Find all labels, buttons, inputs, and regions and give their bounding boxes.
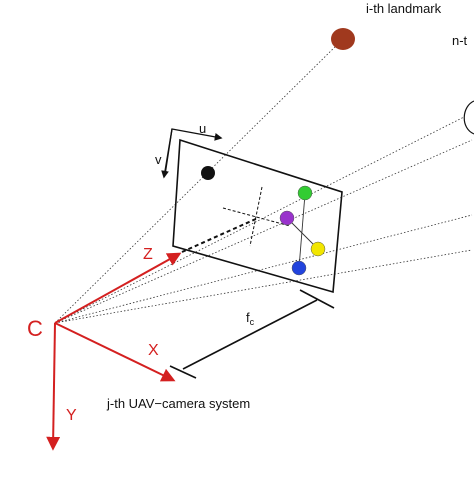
origin-label: C bbox=[27, 316, 43, 341]
feature-yellow-dot bbox=[310, 241, 326, 257]
z-axis-label: Z bbox=[143, 246, 153, 263]
feature-green-dot bbox=[297, 185, 313, 201]
ray-to-landmark-i bbox=[54, 38, 344, 324]
feature-blue-dot bbox=[291, 260, 307, 276]
landmark-n-shape bbox=[463, 100, 474, 135]
u-axis-label: u bbox=[199, 121, 206, 136]
ray-upper-cone bbox=[54, 114, 469, 324]
projection-rays bbox=[54, 38, 473, 324]
ray-mid-cone bbox=[54, 139, 473, 324]
landmark-i-label: i-th landmark bbox=[366, 1, 442, 16]
image-axes bbox=[161, 128, 223, 179]
focal-length-dimension bbox=[169, 289, 335, 379]
y-axis-label: Y bbox=[66, 407, 77, 424]
image-plane bbox=[172, 138, 343, 294]
ray-lower-cone-2 bbox=[54, 249, 473, 324]
optical-axis bbox=[181, 217, 259, 253]
focal-length-label: fc bbox=[246, 310, 255, 327]
z-axis-arrow bbox=[54, 252, 182, 324]
x-axis-arrow bbox=[54, 322, 176, 382]
feature-links bbox=[286, 193, 319, 269]
y-axis-arrow bbox=[46, 322, 61, 451]
v-axis-arrow bbox=[161, 128, 173, 179]
system-label: j-th UAV−camera system bbox=[106, 396, 250, 411]
v-axis-label: v bbox=[155, 152, 162, 167]
landmark-n-label: n-t bbox=[452, 33, 468, 48]
feature-purple-dot bbox=[279, 210, 295, 226]
feature-black-dot bbox=[201, 166, 215, 180]
camera-axes bbox=[46, 252, 182, 451]
x-axis-label: X bbox=[148, 342, 159, 359]
landmark-i-dot bbox=[331, 28, 355, 50]
principal-point-cross bbox=[222, 186, 291, 247]
